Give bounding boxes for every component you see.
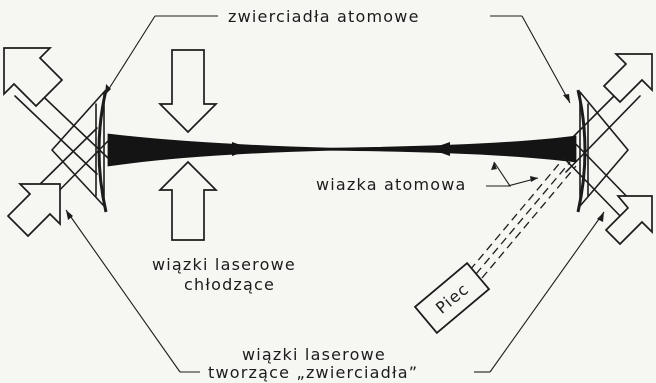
upper-left-hollow-arrow (3, 47, 64, 108)
label-cooling-beams-line2: chłodzące (184, 275, 275, 294)
lower-cooling-arrow (157, 160, 219, 241)
right-diagonal-beam-edge-2 (565, 95, 641, 173)
beam-arrow-right (232, 142, 252, 156)
oven-beam-dashed (469, 157, 577, 279)
right-prism (579, 91, 629, 207)
label-mirror-beams-line1: wiązki laserowe (242, 345, 386, 364)
label-atomic-mirrors: zwierciadła atomowe (228, 7, 420, 26)
oven-box: Piec (413, 261, 491, 335)
atomic-beam-leaders (486, 161, 539, 187)
left-mirror-assembly (3, 47, 109, 238)
right-diagonal-beam-edge-4 (557, 151, 625, 221)
top-label-leader-right (490, 15, 571, 104)
label-cooling-beams-line1: wiązki laserowe (152, 255, 296, 274)
upper-right-hollow-arrow (602, 53, 653, 104)
lower-right-hollow-arrow (604, 195, 653, 246)
bottom-label-leader-right (474, 211, 605, 373)
right-mirror-curve (576, 89, 587, 213)
left-mirror-curve (97, 89, 108, 213)
atomic-beam (107, 133, 577, 167)
left-prism (51, 91, 105, 207)
lower-left-hollow-arrow (6, 183, 61, 238)
beam-right-taper (329, 135, 577, 163)
label-atomic-beam: wiazka atomowa (316, 175, 467, 194)
beam-left-taper (107, 133, 331, 167)
right-diagonal-beam-edge-3 (569, 137, 637, 207)
bottom-label-leader-left (65, 209, 200, 373)
label-mirror-beams-line2: tworzące „zwierciadła” (208, 363, 418, 382)
upper-cooling-arrow (157, 49, 219, 134)
beam-arrow-left (430, 142, 450, 156)
left-diagonal-beam-edge-2 (14, 95, 98, 175)
